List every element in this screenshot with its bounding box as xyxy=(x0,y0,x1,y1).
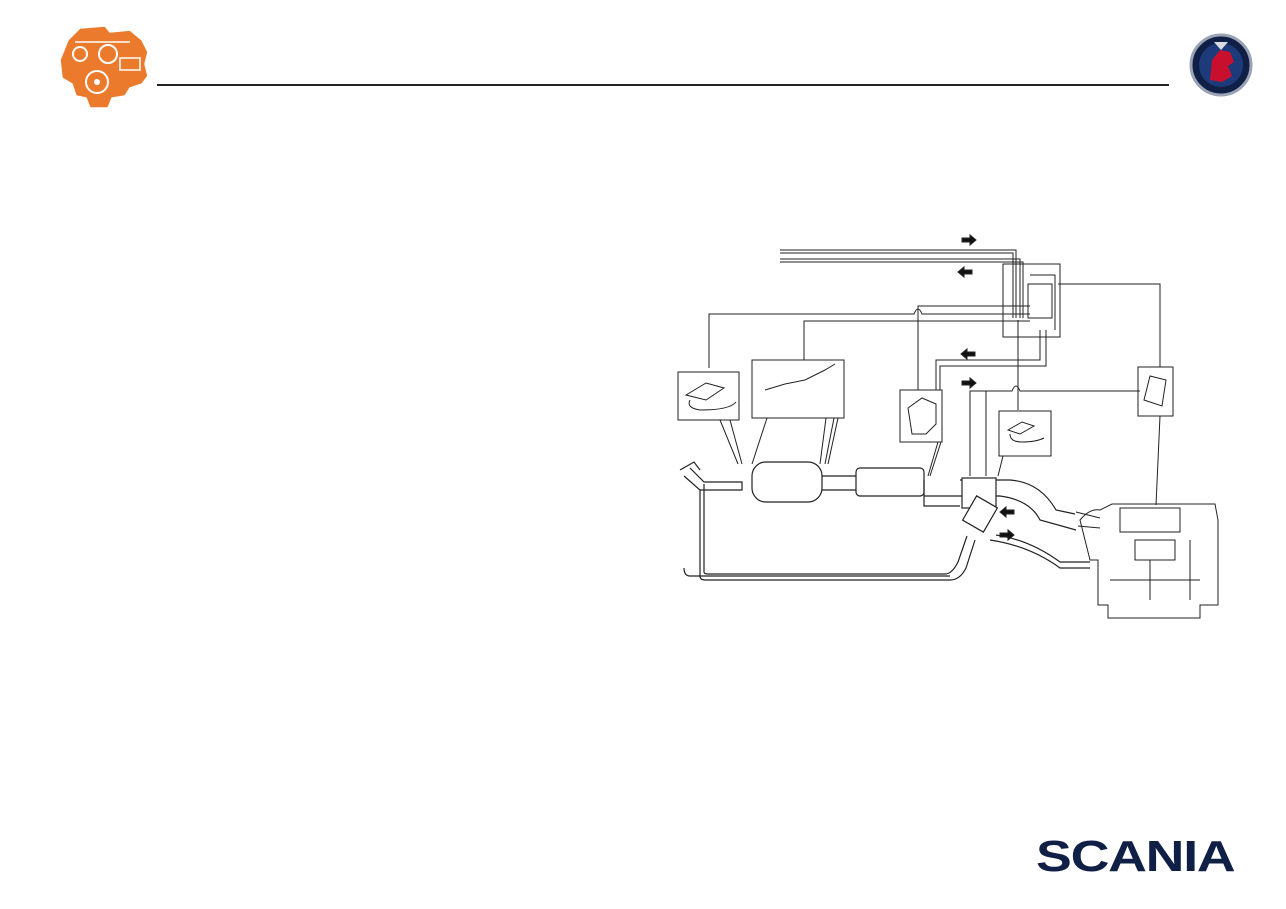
ecu-callout xyxy=(1137,366,1174,417)
flow-arrow-right xyxy=(961,376,977,390)
griffin-emblem-icon xyxy=(1189,33,1253,97)
temperature-sensors-callout xyxy=(751,359,845,419)
dpf-canister xyxy=(855,467,925,497)
flow-arrow-left xyxy=(999,505,1015,519)
flow-arrow-right xyxy=(999,528,1015,542)
scania-wordmark-logo: SCANIA xyxy=(1036,832,1236,881)
nox-sensor-2-callout xyxy=(998,410,1052,457)
engine-drawing xyxy=(1075,503,1219,619)
engine-icon xyxy=(59,25,149,109)
flow-arrow-right xyxy=(961,233,977,247)
flow-arrow-left xyxy=(960,347,976,361)
scr-catalyst xyxy=(751,461,823,503)
nox-sensor-callout xyxy=(677,371,740,421)
dosing-unit-callout xyxy=(899,389,943,443)
flow-arrow-left xyxy=(957,265,973,279)
exhaust-pipe xyxy=(679,461,1090,581)
supply-return-lines xyxy=(780,249,1024,318)
dosing-control-unit xyxy=(1002,263,1061,338)
header-divider xyxy=(157,84,1169,86)
